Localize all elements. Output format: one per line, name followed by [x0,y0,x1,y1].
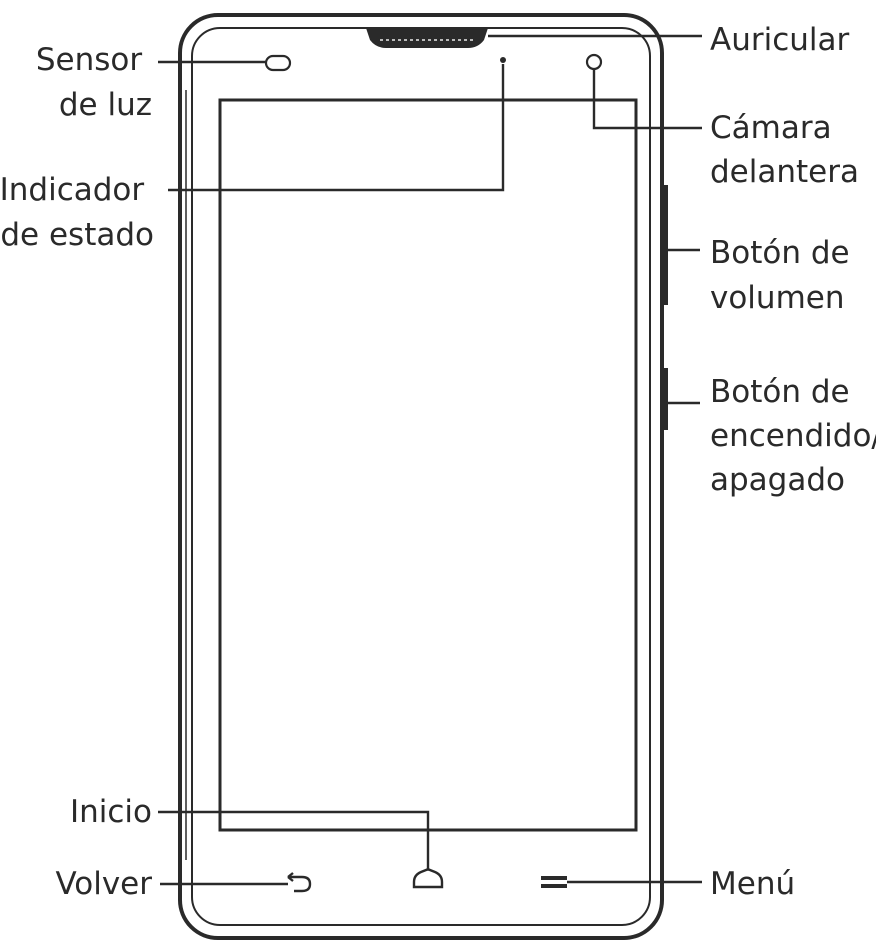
screen [218,98,638,832]
earpiece-speaker [366,28,488,48]
leader-lines [158,34,702,886]
label-volver: Volver [55,866,152,902]
menu-key-icon [541,876,567,888]
label-indicador-de-estado: Indicador de estado [0,172,154,253]
volume-button [660,185,668,305]
phone-body [178,13,664,940]
back-key-icon [287,872,312,893]
home-key-icon [412,868,444,889]
label-boton-volumen: Botón de volumen [710,235,859,316]
light-sensor [264,54,292,72]
front-camera [585,53,603,71]
label-camara-delantera: Cámara delantera [710,110,859,190]
label-sensor-de-luz: Sensor de luz [36,42,152,123]
label-boton-encendido: Botón de encendido/ apagado [710,374,876,498]
label-menu: Menú [710,866,795,902]
status-indicator-dot [500,57,506,63]
power-button [660,368,668,430]
label-auricular: Auricular [710,22,850,58]
label-inicio: Inicio [70,794,152,830]
